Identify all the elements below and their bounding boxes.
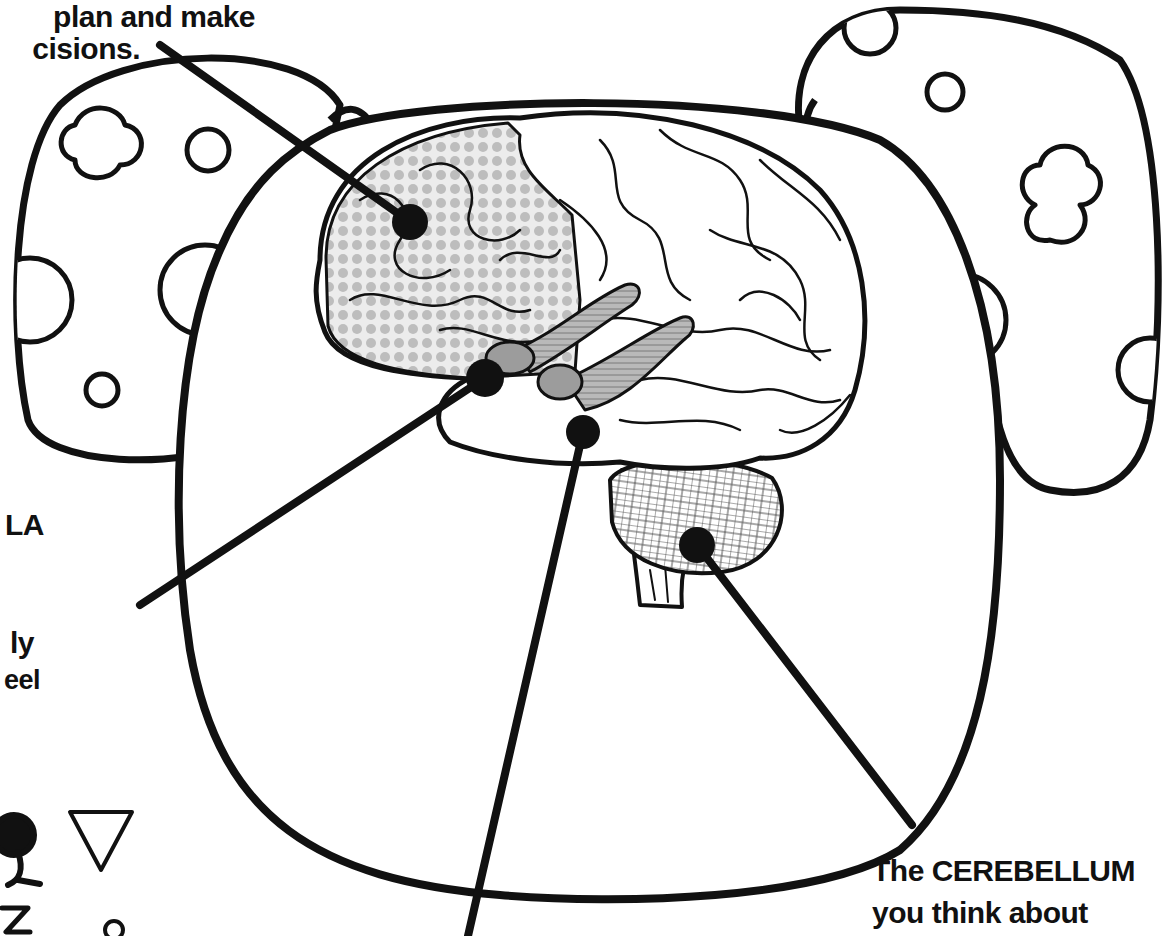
left-ear <box>61 108 141 178</box>
brain-folds <box>350 130 850 433</box>
structure-label: The CEREBELLUM <box>872 854 1135 887</box>
emotion-symbols <box>105 921 123 936</box>
brain-folds <box>780 395 850 433</box>
callout-dots <box>679 527 715 563</box>
cerebrum <box>316 113 865 468</box>
brain-folds <box>500 250 560 260</box>
caption-fragment: eel <box>4 666 40 696</box>
brain-folds <box>740 292 800 320</box>
leader-lines <box>140 45 912 936</box>
right-ear <box>844 2 896 54</box>
brain-folds <box>640 378 840 402</box>
caption-fragment: ly <box>10 626 34 659</box>
callout-dots <box>466 359 504 397</box>
hippocampus <box>565 317 693 410</box>
emotion-symbols <box>0 812 132 936</box>
brain <box>316 113 865 607</box>
caption-fragment: cisions. <box>32 32 140 65</box>
left-ear <box>187 129 229 171</box>
right-ear <box>1118 338 1165 402</box>
brain-folds <box>440 328 540 342</box>
brain-folds <box>710 230 820 360</box>
cerebellum <box>610 460 782 573</box>
brain-folds <box>600 140 690 300</box>
amygdala <box>538 365 582 399</box>
brain-folds <box>560 200 606 280</box>
callout-dots <box>566 415 600 449</box>
leader-lines <box>468 432 583 936</box>
brain-folds <box>760 160 840 240</box>
right-ear <box>927 74 963 110</box>
emotion-symbols <box>70 812 132 870</box>
caption-fragment: you think about <box>872 896 1088 929</box>
caption-fragment: LA <box>5 508 44 541</box>
caption-fragment: plan and make <box>53 0 255 33</box>
brain-folds <box>620 420 740 430</box>
brain-folds <box>350 294 530 312</box>
brainstem-lines <box>650 565 668 602</box>
left-ear <box>86 374 118 406</box>
leader-lines <box>160 45 410 222</box>
leader-lines <box>697 545 912 825</box>
callout-dots <box>392 204 715 563</box>
brain-folds <box>360 194 450 279</box>
emotion-symbols <box>8 852 40 885</box>
emotion-symbols <box>0 815 34 855</box>
brain-folds <box>420 164 520 241</box>
callout-dots <box>392 204 428 240</box>
right-ear <box>1022 146 1100 242</box>
left-ear <box>0 258 72 342</box>
emotion-symbols <box>2 908 30 932</box>
leader-lines <box>140 378 485 605</box>
brain-folds <box>660 130 770 260</box>
